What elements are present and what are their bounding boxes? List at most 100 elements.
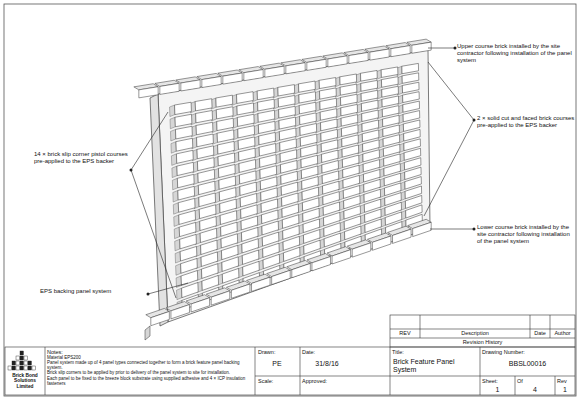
brick-slip [219,176,236,189]
brick-slip [259,143,276,156]
brick-face [391,46,410,57]
brick-slip [238,137,255,150]
brick-face [139,87,158,98]
brick-slip [381,67,398,78]
brick-slip [200,217,217,231]
brick-side [171,154,176,166]
brick-slip [175,102,192,114]
brick-slip [383,125,400,137]
callout-text: Lower course brick installed by the site… [477,224,575,245]
notes-text-cell: Brick slip corners to be applied by prio… [47,371,253,376]
callout-text: 14 × brick slip corner pistol courses pr… [34,151,130,165]
brick-slip [361,80,378,91]
brick-slip [237,92,254,104]
brick-slip [299,81,316,92]
brick-slip [199,205,216,219]
leader-dot [473,228,476,231]
logo-brick [12,366,15,370]
notes-text-cell: Panel system made up of 4 panel types co… [47,361,253,371]
brick-slip [216,107,233,119]
brick-face [413,222,432,236]
table-header: REV [391,330,419,336]
brick-slip [282,193,299,206]
brick-slip [261,188,278,201]
table-rule [390,329,575,330]
brick-slip [240,193,257,206]
field-name-cell: Of [517,378,553,384]
brick-slip [278,85,295,96]
field-value-cell: PE [256,360,298,368]
sheet-border [4,4,576,396]
field-name: Scale: [258,378,298,384]
leader-line [430,229,474,230]
field-name-cell: Title: [392,349,452,355]
brick-slip [381,77,398,88]
logo-brick [20,361,23,365]
brick-slip [319,78,336,89]
upper-course [134,39,431,98]
brick-slip [361,100,378,111]
brick-slip [237,114,254,126]
brick-slip [257,88,274,100]
brick-slip [382,96,399,107]
field-value-cell: 4 [516,386,554,394]
leader-dot [130,169,133,172]
field-name: Rev [557,378,574,384]
field-name-cell: Sheet: [482,378,514,384]
brick-face [191,298,210,312]
brick-side [171,142,176,154]
table-rule [255,376,575,377]
brick-slip [403,120,420,131]
field-name: Of [517,378,553,384]
brick-face [393,229,412,243]
brick-slip [217,130,234,143]
logo-brick [12,361,15,365]
logo-brick [16,356,19,360]
brick-slip [258,99,275,111]
brick-slip [361,70,378,81]
course-end [145,326,150,340]
leader-line [131,112,168,170]
logo-brick [20,351,23,355]
table-header: Author [551,330,574,336]
field-name-cell: Drawn: [258,349,298,355]
logo-brick [24,361,27,365]
brick-slip [197,134,214,147]
leader-line [424,120,474,216]
eps-backing-panel [158,50,430,322]
title-block [5,347,575,395]
brick-face [151,311,170,325]
notes-text: Brick slip corners to be applied by prio… [47,371,253,376]
leader-line [428,48,455,49]
field-value: 31/8/16 [302,360,352,368]
brick-slip [217,118,234,130]
brick-face [332,250,351,264]
notes-heading: Notes: [47,349,127,355]
brick-slip [300,134,317,146]
table-header: Description [421,330,529,336]
logo-brick [28,366,31,370]
field-name-cell: Approved: [302,378,362,384]
brick-face [160,83,179,94]
leader-dot [454,47,457,50]
company-name-cell: Brick Bond Solutions Limited [6,373,44,389]
brick-slip [340,84,357,95]
brick-slip [260,155,277,168]
company-name: Brick Bond Solutions Limited [6,373,44,389]
brick-slip [198,169,215,182]
brick-slip [220,211,237,225]
brick-slip [259,132,276,144]
logo-brick [20,356,23,360]
field-value-cell: Brick Feature Panel System [393,358,477,374]
brick-slip [342,135,359,147]
field-name: Drawing Number: [482,349,572,355]
brick-slip [281,171,298,184]
callout-text-cell: 14 × brick slip corner pistol courses pr… [34,151,130,165]
brick-slip [321,129,338,141]
brick-face [272,270,291,284]
brick-slip [239,148,256,161]
brick-slip [201,240,218,254]
brick-slip [176,150,193,163]
brick-side [173,190,178,202]
brick-slip [341,104,358,115]
